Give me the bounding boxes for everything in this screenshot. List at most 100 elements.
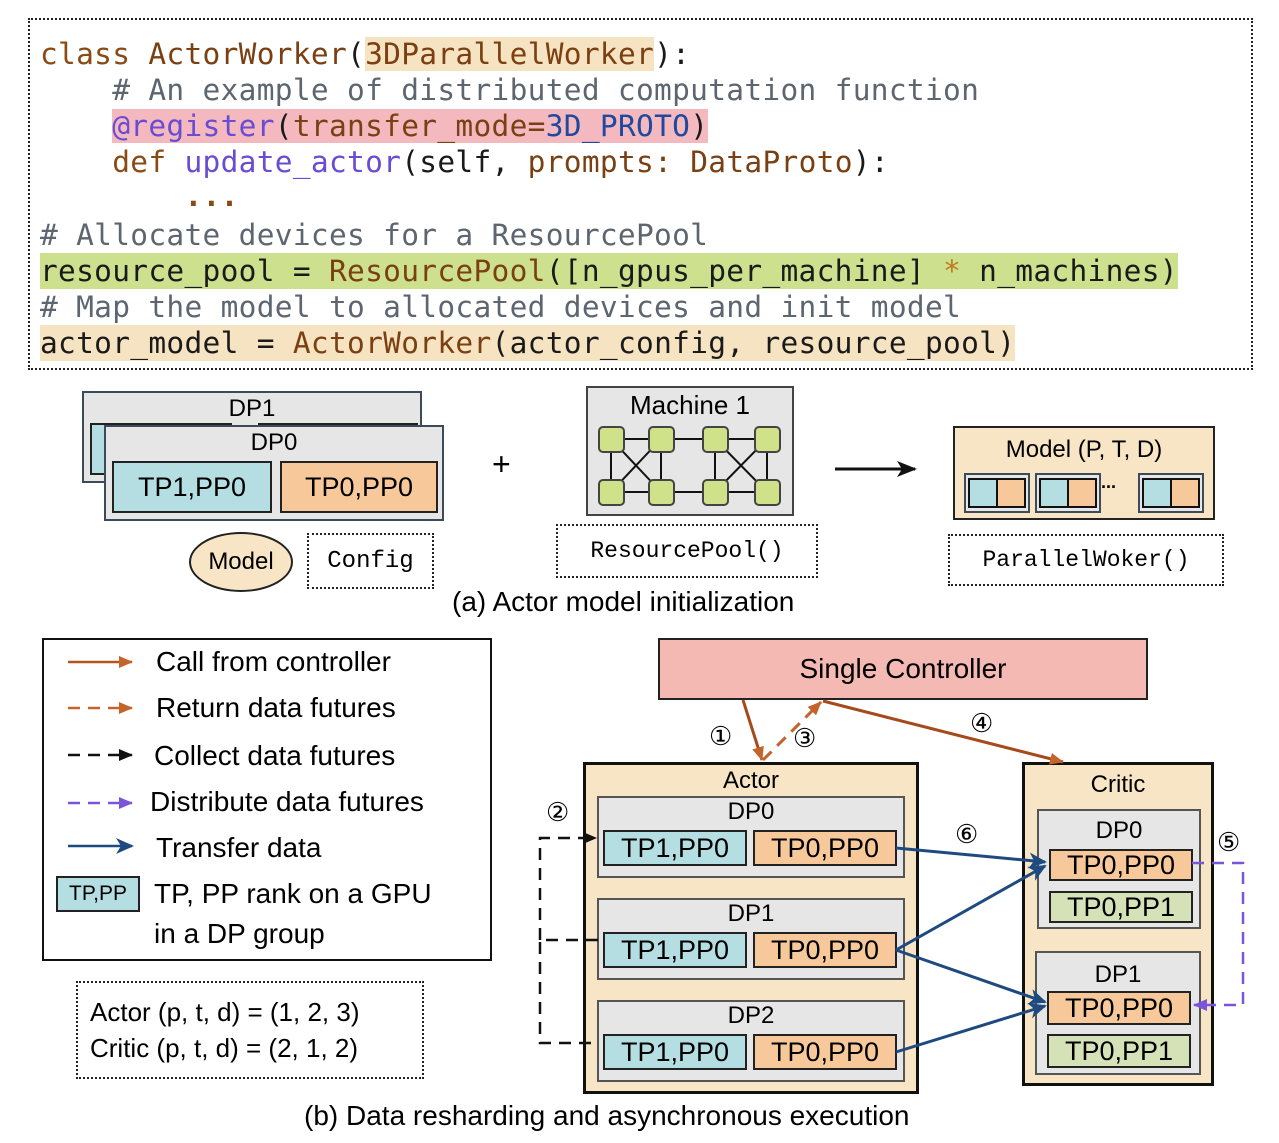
dp0-group-front: DP0 TP1,PP0 TP0,PP0: [104, 425, 444, 521]
model-ptd-label: Model (P, T, D): [1005, 436, 1163, 463]
gpu-nodes: [598, 426, 781, 506]
code-line-class-def: class ActorWorker(3DParallelWorker):: [40, 36, 690, 72]
critic-ptd-line: Critic (p, t, d) = (2, 1, 2): [90, 1033, 359, 1063]
actor-dp0-label: DP0: [727, 798, 775, 825]
actor-dp2-rank-orange: TP0,PP0: [753, 1034, 897, 1070]
paren: ): [690, 109, 709, 143]
step-1-marker: ①: [709, 722, 733, 752]
model-ellipse: Model: [189, 532, 293, 592]
actor-dp0: DP0 TP1,PP0 TP0,PP0: [597, 796, 905, 878]
actor-worker-class: ActorWorker: [292, 326, 492, 360]
actor-dp2: DP2 TP1,PP0 TP0,PP0: [597, 1000, 905, 1082]
rank-tp0-pp0: TP0,PP0: [280, 461, 438, 513]
actor-ptd-line: Actor (p, t, d) = (1, 2, 3): [90, 997, 360, 1027]
step-2-marker: ②: [546, 798, 570, 828]
keyword-def: def: [112, 145, 185, 179]
gpu-node: [648, 479, 675, 506]
paren: (: [274, 109, 293, 143]
actor-dp0-rank-teal: TP1,PP0: [603, 830, 747, 866]
actor-label: Actor: [722, 767, 779, 794]
gpu-node: [754, 479, 781, 506]
actor-worker-box: Actor DP0 TP1,PP0 TP0,PP0 DP1 TP1,PP0 TP…: [583, 762, 919, 1094]
caption-a: (a) Actor model initialization: [452, 586, 795, 617]
config-box: Config: [307, 533, 434, 589]
step-3-marker: ③: [793, 724, 817, 754]
code-comment-map: # Map the model to allocated devices and…: [40, 290, 962, 324]
machines-arg: n_machines): [961, 254, 1178, 288]
legend-return-label: Return data futures: [156, 692, 396, 723]
gpu-node: [648, 426, 675, 453]
legend-collect-label: Collect data futures: [154, 740, 396, 771]
prompts-param: prompts: DataProto: [527, 145, 853, 179]
actor-dp1: DP1 TP1,PP0 TP0,PP0: [597, 898, 905, 980]
code-ellipsis: ...: [40, 179, 239, 213]
critic-dp1-label: DP1: [1094, 961, 1142, 988]
base-class: 3DParallelWorker: [365, 37, 655, 71]
transfer-arrow-dp1-b: [895, 948, 1047, 1005]
actor-args: (actor_config, resource_pool): [491, 326, 1016, 360]
gpus-arg: ([n_gpus_per_machine]: [545, 254, 944, 288]
critic-dp1-rank-orange: TP0,PP0: [1047, 991, 1191, 1025]
legend-transfer-label: Transfer data: [156, 832, 322, 863]
code-comment-allocate: # Allocate devices for a ResourcePool: [40, 218, 709, 252]
resource-pool-var: resource_pool =: [40, 254, 329, 288]
actor-dp1-label: DP1: [727, 900, 775, 927]
critic-dp1-rank-green: TP0,PP1: [1047, 1034, 1191, 1068]
machine-label: Machine 1: [630, 390, 750, 420]
gpu-node: [702, 479, 729, 506]
critic-dp1: DP1 TP0,PP0 TP0,PP1: [1035, 951, 1201, 1075]
function-name: update_actor: [184, 145, 402, 179]
model-ellipsis: ...: [1101, 472, 1117, 492]
transfer-mode-arg: transfer_mode=: [292, 109, 546, 143]
critic-dp0-rank-orange: TP0,PP0: [1049, 849, 1193, 881]
code-panel: class ActorWorker(3DParallelWorker): # A…: [28, 18, 1253, 370]
collect-bracket: [538, 938, 598, 1045]
paren: (: [347, 37, 366, 71]
transfer-arrow-dp2: [895, 1003, 1047, 1054]
actor-dp2-rank-teal: TP1,PP0: [603, 1034, 747, 1070]
legend-rank-desc-2: in a DP group: [154, 918, 325, 949]
class-name: ActorWorker: [148, 37, 348, 71]
colon: ):: [654, 37, 691, 71]
model-mini-ranks: [964, 473, 1204, 513]
transfer-arrow-dp0: [895, 846, 1047, 869]
actor-dp0-rank-orange: TP0,PP0: [753, 830, 897, 866]
critic-worker-box: Critic DP0 TP0,PP0 TP0,PP1 DP1 TP0,PP0 T…: [1022, 762, 1214, 1086]
legend-distribute-label: Distribute data futures: [150, 786, 424, 817]
dp1-label: DP1: [228, 395, 276, 422]
gpu-node: [598, 426, 625, 453]
gpu-topology-edges: [610, 438, 768, 493]
critic-label: Critic: [1090, 771, 1146, 798]
self-param: (self,: [401, 145, 528, 179]
code-line-actor-model: actor_model = ActorWorker(actor_config, …: [40, 325, 1016, 361]
resource-pool-class: ResourcePool: [328, 254, 546, 288]
gpu-node: [702, 426, 729, 453]
call-actor-arrow: [741, 699, 764, 761]
single-controller-box: Single Controller: [658, 638, 1148, 700]
rank-tp1-pp0: TP1,PP0: [112, 461, 272, 513]
actor-model-var: actor_model =: [40, 326, 293, 360]
multiply-op: *: [943, 254, 962, 288]
legend-rank-desc-1: TP, PP rank on a GPU: [154, 878, 432, 909]
plus-sign: +: [492, 446, 511, 482]
gpu-node: [598, 479, 625, 506]
gpu-node: [754, 426, 781, 453]
resource-pool-box: ResourcePool(): [556, 524, 818, 578]
collect-arrow: [538, 832, 597, 940]
critic-dp0: DP0 TP0,PP0 TP0,PP1: [1037, 809, 1201, 929]
keyword-class: class: [40, 37, 149, 71]
actor-dp1-rank-orange: TP0,PP0: [753, 932, 897, 968]
caption-b: (b) Data resharding and asynchronous exe…: [304, 1100, 910, 1131]
legend-call-label: Call from controller: [156, 646, 391, 677]
code-comment-example: # An example of distributed computation …: [40, 73, 980, 107]
distribute-arrow: [1192, 861, 1245, 1011]
critic-dp0-label: DP0: [1095, 817, 1143, 844]
actor-dp2-label: DP2: [727, 1002, 775, 1029]
transfer-arrow-dp1-a: [895, 864, 1047, 952]
return-futures-arrow: [761, 700, 823, 762]
proto-constant: 3D_PROTO: [545, 109, 691, 143]
step-4-marker: ④: [970, 709, 994, 739]
actor-dp1-rank-teal: TP1,PP0: [603, 932, 747, 968]
legend-rank-sample: TP,PP: [56, 876, 140, 912]
